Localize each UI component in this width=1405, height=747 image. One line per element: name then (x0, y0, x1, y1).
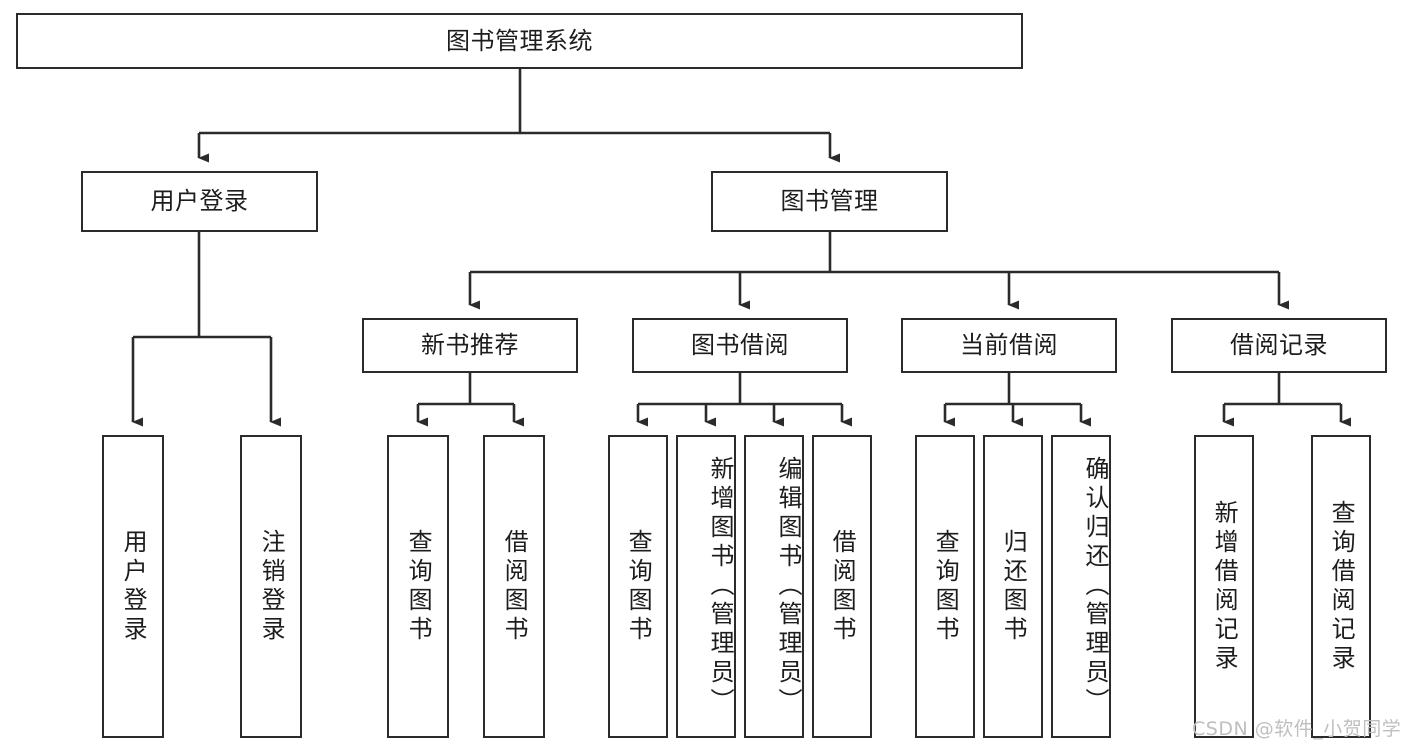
node-leaf-confirm-return-admin[interactable]: 确认归还（管理员） (1051, 435, 1111, 738)
node-user-login[interactable]: 用户登录 (81, 171, 318, 232)
node-current-borrow[interactable]: 当前借阅 (901, 318, 1117, 373)
node-borrow-record[interactable]: 借阅记录 (1171, 318, 1387, 373)
node-root-system[interactable]: 图书管理系统 (16, 13, 1023, 69)
node-leaf-edit-book-admin[interactable]: 编辑图书（管理员） (744, 435, 804, 738)
node-leaf-return-book[interactable]: 归还图书 (983, 435, 1043, 738)
node-book-borrow[interactable]: 图书借阅 (632, 318, 848, 373)
node-leaf-query-book-current[interactable]: 查询图书 (915, 435, 975, 738)
node-leaf-query-book-borrow[interactable]: 查询图书 (608, 435, 668, 738)
node-leaf-logout[interactable]: 注销登录 (240, 435, 302, 738)
node-leaf-query-borrow-record[interactable]: 查询借阅记录 (1311, 435, 1371, 738)
csdn-watermark: CSDN @软件_小贺同学 (1192, 718, 1402, 740)
node-leaf-query-book-recommend[interactable]: 查询图书 (387, 435, 449, 738)
node-new-book-recommend[interactable]: 新书推荐 (362, 318, 578, 373)
node-leaf-user-login[interactable]: 用户登录 (102, 435, 164, 738)
node-leaf-add-book-admin[interactable]: 新增图书（管理员） (676, 435, 736, 738)
node-book-management[interactable]: 图书管理 (711, 171, 948, 232)
node-leaf-add-borrow-record[interactable]: 新增借阅记录 (1194, 435, 1254, 738)
node-leaf-borrow-book-recommend[interactable]: 借阅图书 (483, 435, 545, 738)
node-leaf-borrow-book[interactable]: 借阅图书 (812, 435, 872, 738)
